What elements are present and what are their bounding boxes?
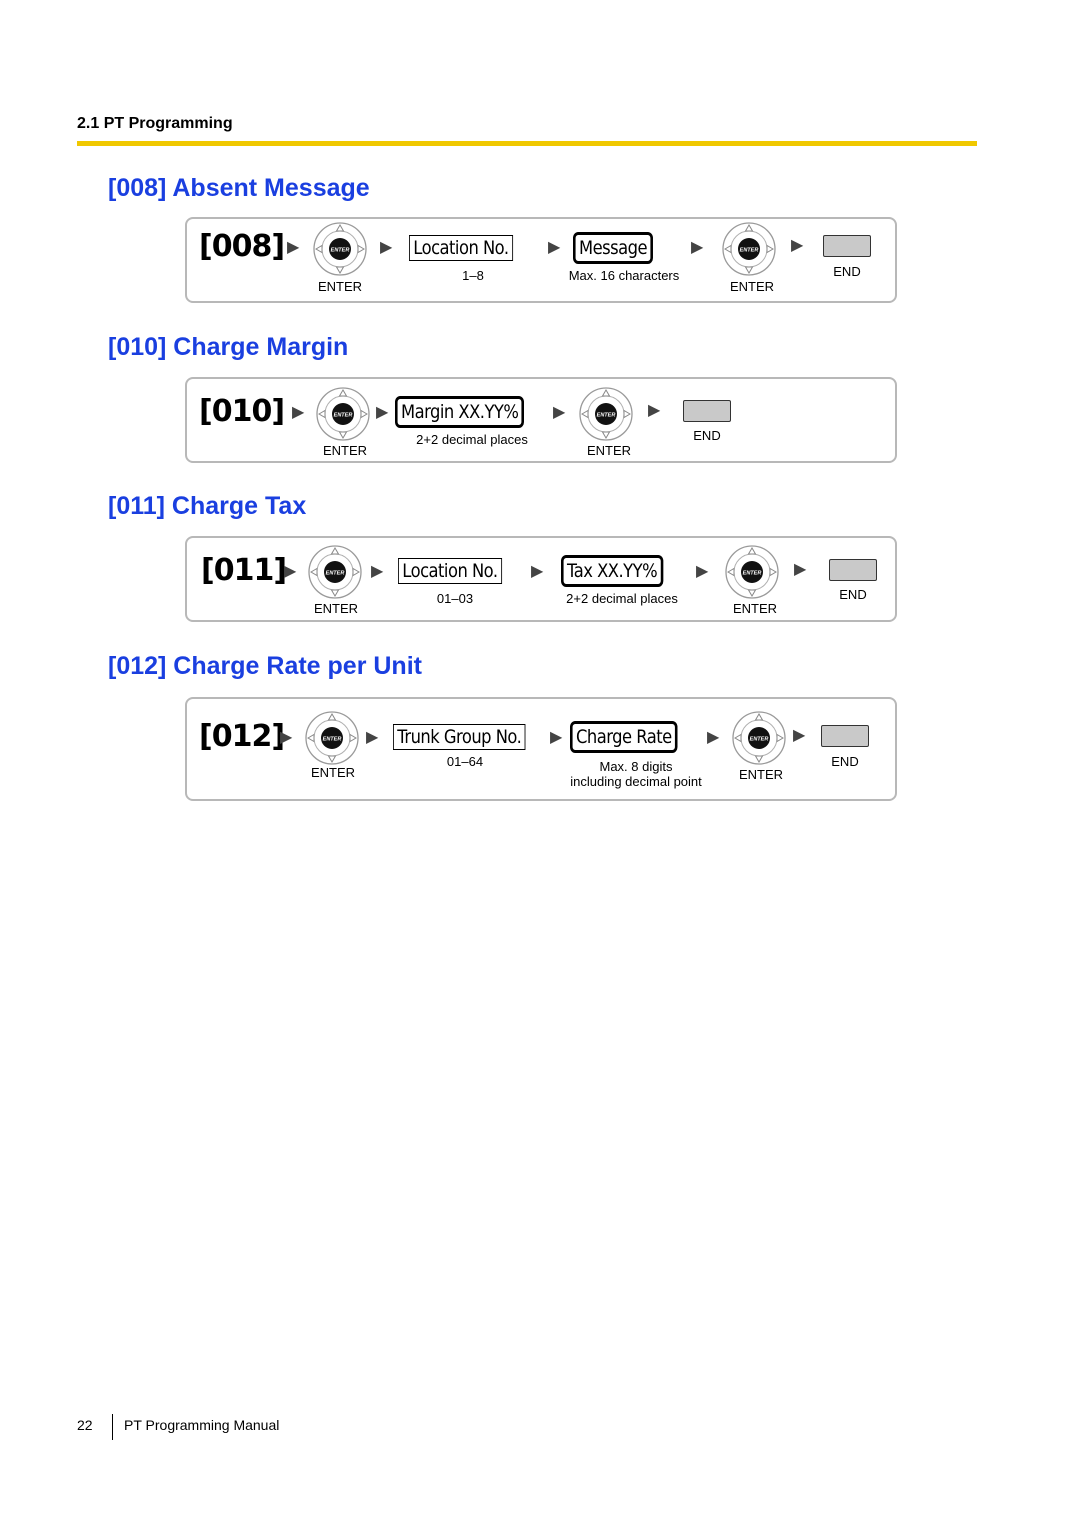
triangle-right-icon: ▶ (371, 563, 384, 580)
program-code: [012] (199, 719, 285, 754)
enter-key-icon[interactable] (724, 544, 780, 600)
margin-field[interactable]: Margin XX.YY% (395, 396, 525, 428)
enter-label: ENTER (586, 443, 632, 458)
section-title-010: [010] Charge Margin (108, 333, 349, 361)
section-title-011: [011] Charge Tax (108, 492, 307, 520)
triangle-right-icon: ▶ (376, 404, 389, 421)
enter-key-icon[interactable] (731, 710, 787, 766)
triangle-right-icon: ▶ (380, 239, 393, 256)
triangle-right-icon: ▶ (550, 729, 563, 746)
enter-label: ENTER (729, 279, 775, 294)
triangle-right-icon: ▶ (648, 402, 661, 419)
message-field[interactable]: Message (573, 232, 654, 264)
tax-hint: 2+2 decimal places (566, 591, 678, 606)
triangle-right-icon: ▶ (287, 239, 300, 256)
triangle-right-icon: ▶ (284, 563, 297, 580)
end-key[interactable] (683, 400, 731, 422)
enter-label: ENTER (310, 765, 356, 780)
message-hint: Max. 16 characters (568, 268, 680, 283)
manual-title: PT Programming Manual (124, 1417, 280, 1433)
procedure-panel-008: [008] ▶ ENTER ▶ Location No. 1–8 ▶ Messa… (185, 217, 897, 303)
charge-rate-field[interactable]: Charge Rate (570, 721, 678, 753)
margin-hint: 2+2 decimal places (416, 432, 528, 447)
end-label: END (831, 754, 859, 769)
charge-rate-hint-line2: including decimal point (570, 774, 702, 789)
triangle-right-icon: ▶ (292, 404, 305, 421)
charge-rate-hint-line1: Max. 8 digits (599, 759, 673, 774)
triangle-right-icon: ▶ (707, 729, 720, 746)
tax-field[interactable]: Tax XX.YY% (561, 555, 664, 587)
enter-label: ENTER (317, 279, 363, 294)
end-label: END (839, 587, 867, 602)
enter-key-icon[interactable] (578, 386, 634, 442)
procedure-panel-010: [010] ▶ ENTER ▶ Margin XX.YY% 2+2 decima… (185, 377, 897, 463)
enter-label: ENTER (313, 601, 359, 616)
end-key[interactable] (823, 235, 871, 257)
triangle-right-icon: ▶ (531, 563, 544, 580)
trunk-group-range: 01–64 (446, 754, 484, 769)
enter-key-icon[interactable] (304, 710, 360, 766)
procedure-panel-012: [012] ▶ ENTER ▶ Trunk Group No. 01–64 ▶ … (185, 697, 897, 801)
triangle-right-icon: ▶ (691, 239, 704, 256)
section-header: 2.1 PT Programming (77, 115, 233, 132)
location-no-field[interactable]: Location No. (409, 235, 513, 261)
triangle-right-icon: ▶ (280, 729, 293, 746)
end-label: END (693, 428, 721, 443)
triangle-right-icon: ▶ (366, 729, 379, 746)
enter-label: ENTER (738, 767, 784, 782)
end-label: END (833, 264, 861, 279)
triangle-right-icon: ▶ (696, 563, 709, 580)
section-title-012: [012] Charge Rate per Unit (108, 652, 422, 680)
location-no-range: 1–8 (462, 268, 484, 283)
end-key[interactable] (829, 559, 877, 581)
procedure-panel-011: [011] ▶ ENTER ▶ Location No. 01–03 ▶ Tax… (185, 536, 897, 622)
triangle-right-icon: ▶ (553, 404, 566, 421)
page-number: 22 (77, 1417, 93, 1433)
triangle-right-icon: ▶ (791, 237, 804, 254)
program-code: [011] (201, 553, 287, 588)
enter-label: ENTER (732, 601, 778, 616)
header-divider (77, 141, 977, 146)
end-key[interactable] (821, 725, 869, 747)
enter-key-icon[interactable] (307, 544, 363, 600)
triangle-right-icon: ▶ (793, 727, 806, 744)
program-code: [008] (199, 229, 285, 264)
trunk-group-no-field[interactable]: Trunk Group No. (393, 724, 526, 750)
location-no-range: 01–03 (436, 591, 474, 606)
triangle-right-icon: ▶ (548, 239, 561, 256)
location-no-field[interactable]: Location No. (398, 558, 502, 584)
enter-key-icon[interactable] (312, 221, 368, 277)
program-code: [010] (199, 394, 285, 429)
triangle-right-icon: ▶ (794, 561, 807, 578)
enter-key-icon[interactable] (315, 386, 371, 442)
enter-label: ENTER (322, 443, 368, 458)
enter-key-icon[interactable] (721, 221, 777, 277)
footer-divider (112, 1414, 113, 1440)
section-title-008: [008] Absent Message (108, 174, 370, 202)
